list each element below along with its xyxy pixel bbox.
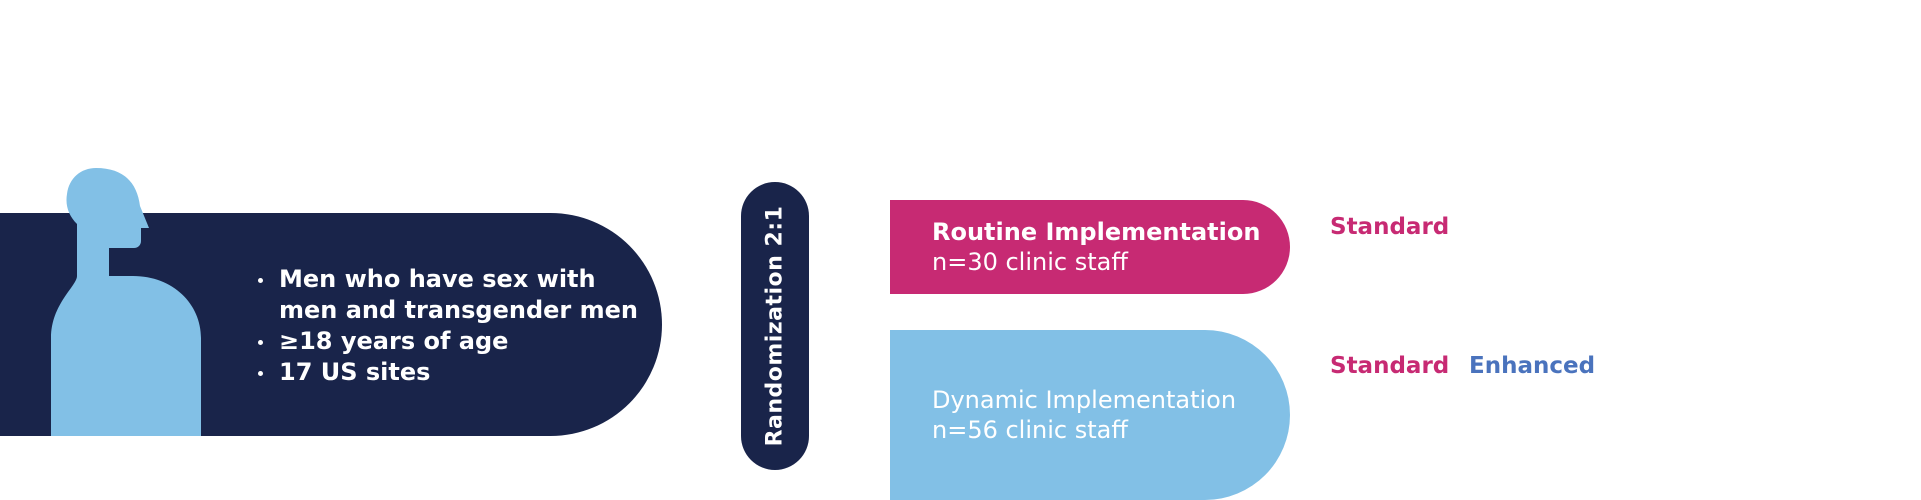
routine-standard-tag: Standard [1330,214,1450,240]
arm-title: Routine Implementation [932,218,1261,246]
arm-subtitle: n=30 clinic staff [932,248,1128,276]
bullet-icon [258,371,263,376]
criteria-item: 17 US sites [255,357,655,388]
randomization-label: Randomization 2:1 [762,205,788,447]
routine-implementation-arm: Routine Implementation n=30 clinic staff [890,200,1290,294]
criteria-text: Men who have sex with [279,265,596,293]
bullet-icon [258,340,263,345]
arm-title: Dynamic Implementation [932,386,1237,414]
criteria-text: ≥18 years of age [279,327,509,355]
dynamic-implementation-arm: Dynamic Implementation n=56 clinic staff [890,330,1290,500]
dynamic-enhanced-tag: Enhanced [1469,353,1596,379]
criteria-item: ≥18 years of age [255,326,655,357]
criteria-item: Men who have sex with men and transgende… [255,264,655,326]
criteria-text: 17 US sites [279,358,431,386]
dynamic-standard-tag: Standard [1330,353,1450,379]
criteria-text-continued: men and transgender men [279,296,638,324]
inclusion-criteria-list: Men who have sex with men and transgende… [255,264,655,388]
arm-subtitle: n=56 clinic staff [932,416,1128,444]
bullet-icon [258,278,263,283]
person-silhouette-icon [51,168,201,436]
randomization-pill: Randomization 2:1 [741,182,809,470]
